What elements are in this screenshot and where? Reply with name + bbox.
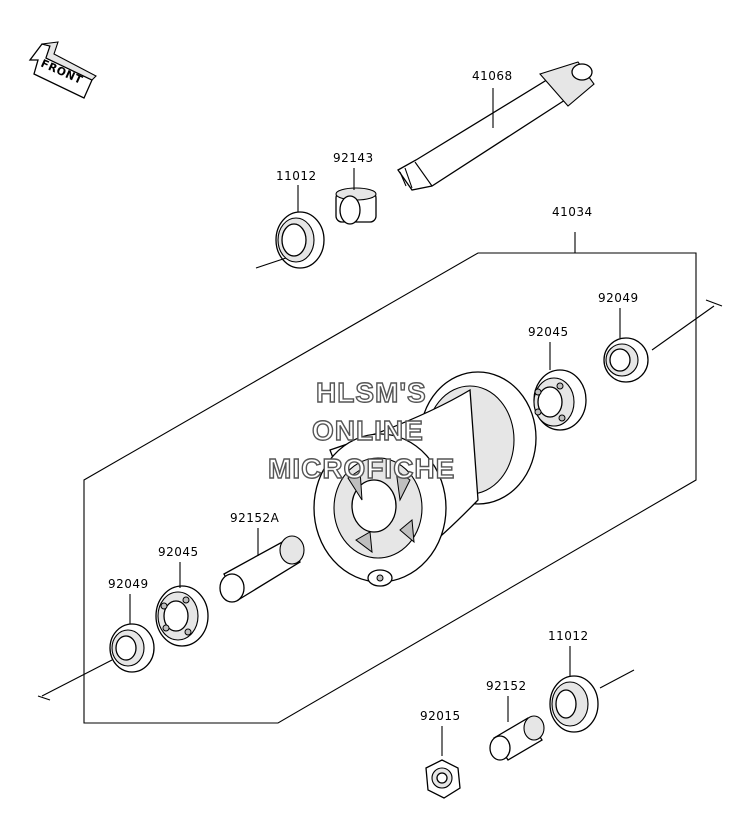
collar-92152[interactable] [489, 715, 545, 761]
bearing-92045-right[interactable] [533, 369, 587, 431]
label-11012-top: 11012 [276, 169, 317, 183]
label-92045-left: 92045 [158, 545, 199, 559]
assembly-box-41034 [83, 232, 697, 724]
label-92152A: 92152A [230, 511, 280, 525]
label-92015: 92015 [420, 709, 461, 723]
label-92049-left: 92049 [108, 577, 149, 591]
axis-line-bottom [599, 669, 635, 689]
label-11012-bottom: 11012 [548, 629, 589, 643]
watermark-line2: ONLINE [312, 415, 424, 446]
label-92143: 92143 [333, 151, 374, 165]
axis-line-left [41, 659, 113, 697]
axis-line-right [651, 305, 715, 351]
wheel-hub[interactable] [313, 371, 537, 587]
watermark-line1: HLSM'S [316, 377, 427, 408]
label-41034: 41034 [552, 205, 593, 219]
watermark-line3: MICROFICHE [268, 453, 455, 484]
axis-line-top [255, 257, 287, 269]
label-92049-right: 92049 [598, 291, 639, 305]
front-arrow-icon: FRONT [28, 41, 97, 99]
oil-seal-11012-bottom[interactable] [549, 675, 599, 733]
label-41068: 41068 [472, 69, 513, 83]
axle-41068[interactable] [397, 61, 595, 191]
oil-seal-11012-top[interactable] [275, 211, 325, 269]
bearing-92045-left[interactable] [155, 585, 209, 647]
axis-arrow-left [37, 695, 51, 701]
label-92152: 92152 [486, 679, 527, 693]
collar-92152A[interactable] [219, 535, 305, 603]
collar-92143[interactable] [335, 187, 377, 225]
watermark: HLSM'S ONLINE MICROFICHE [267, 376, 455, 484]
oil-seal-92049-right[interactable] [603, 337, 649, 383]
label-92045-right: 92045 [528, 325, 569, 339]
nut-92015[interactable] [425, 759, 461, 799]
oil-seal-92049-left[interactable] [109, 623, 155, 673]
axis-arrow-right [705, 299, 723, 307]
